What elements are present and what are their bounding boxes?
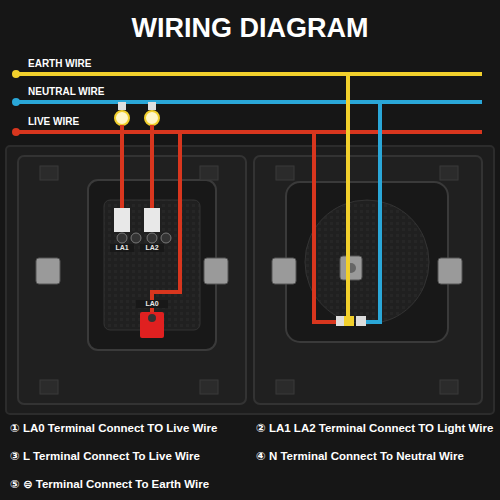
wire-end-dots: [12, 70, 20, 136]
socket-body: [286, 182, 448, 342]
switch-terminals: [114, 208, 171, 338]
mounting-clips: [40, 166, 458, 394]
switch-wires: [122, 125, 180, 312]
socket-wires: [314, 74, 380, 322]
terminal-label: LA0: [136, 300, 168, 308]
wall-plate: [6, 146, 494, 414]
socket-module: [254, 156, 482, 404]
instruction-text: ① LA0 Terminal Connect TO Live Wire: [10, 422, 250, 436]
terminal-label: LA1: [110, 244, 134, 252]
instruction-text: ② LA1 LA2 Terminal Connect TO Light Wire: [256, 422, 494, 436]
instruction-text: ③ L Terminal Connect To Live Wire: [10, 450, 250, 464]
diagram-title: WIRING DIAGRAM: [20, 12, 480, 44]
wire-label: LIVE WIRE: [28, 116, 188, 128]
supply-wires: [16, 74, 482, 132]
wire-label: EARTH WIRE: [28, 58, 188, 70]
socket-terminals: [336, 316, 366, 326]
fixing-screws: [36, 256, 462, 284]
instruction-text: ⑤ ⊜ Terminal Connect To Earth Wire: [10, 478, 250, 492]
switch-module: [18, 156, 246, 404]
wire-label: NEUTRAL WIRE: [28, 86, 188, 98]
socket-core: [305, 200, 429, 324]
instruction-text: ④ N Terminal Connect To Neutral Wire: [256, 450, 494, 464]
light-bulbs: [115, 102, 159, 125]
terminal-label: LA2: [140, 244, 164, 252]
